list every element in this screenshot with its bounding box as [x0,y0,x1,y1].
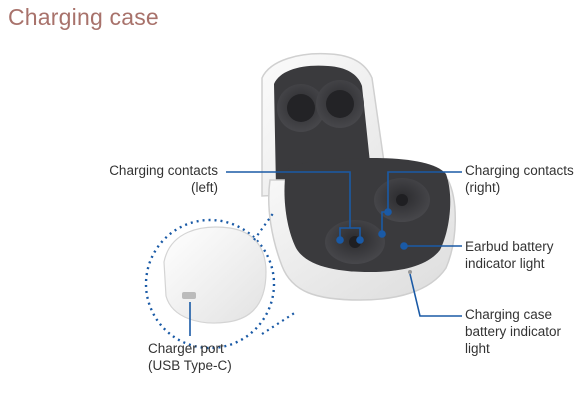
label-charging-case-battery-indicator: Charging case battery indicator light [465,307,562,356]
label-charging-contacts-left: Charging contacts (left) [109,163,218,195]
label-charger-port: Charger port (USB Type-C) [148,341,232,373]
closed-case-inset [144,211,297,350]
case-base [268,158,456,301]
label-charging-contacts-right: Charging contacts (right) [465,163,574,195]
page-title: Charging case [8,4,159,30]
callout-lines [189,171,462,336]
label-earbud-battery-indicator: Earbud battery indicator light [465,239,554,271]
